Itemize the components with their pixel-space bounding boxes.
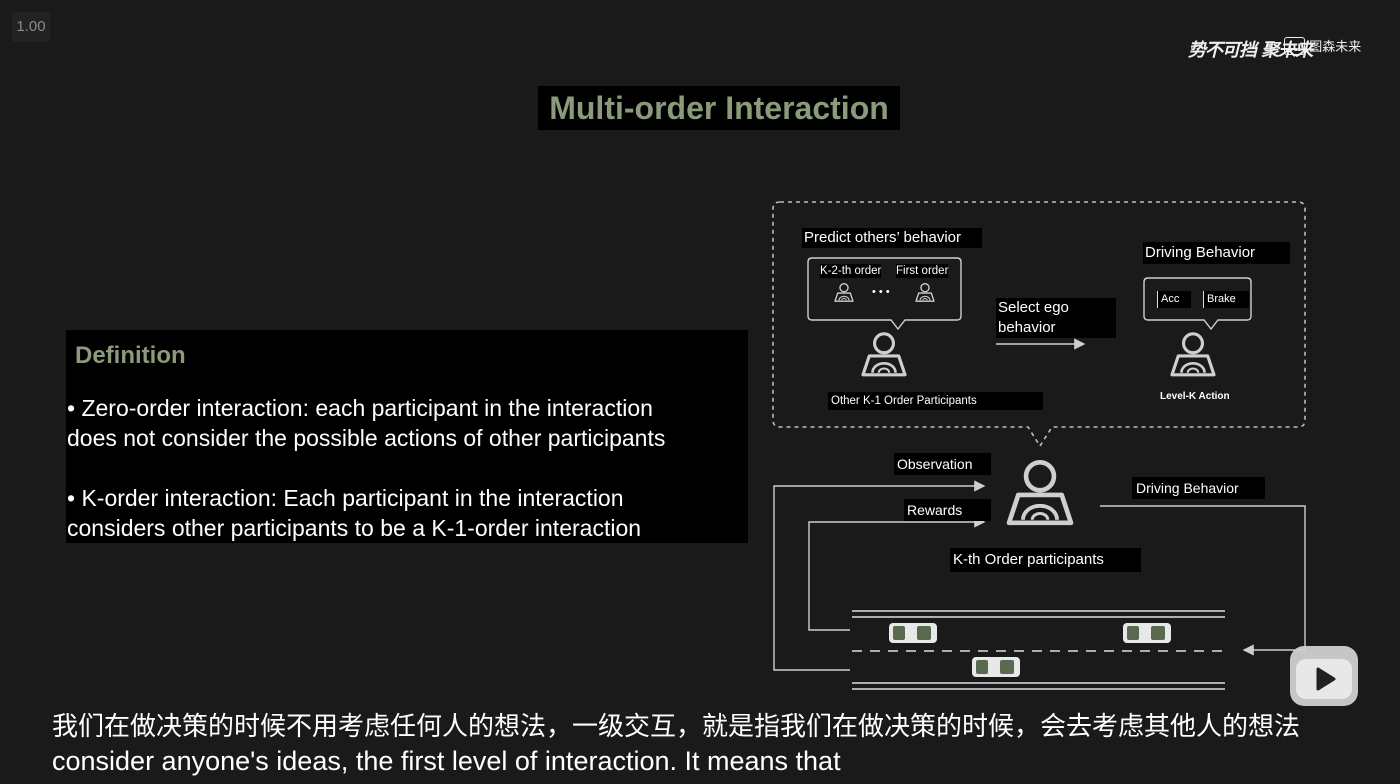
bullet-k-order-line1: • K-order interaction: Each participant … bbox=[67, 485, 624, 511]
car-2 bbox=[1123, 623, 1171, 643]
brand-name: 图森未来 bbox=[1309, 39, 1362, 54]
car-1 bbox=[889, 623, 937, 643]
level-k-action-label: Level-K Action bbox=[1160, 391, 1230, 402]
road bbox=[852, 610, 1225, 690]
level-k-action-icon bbox=[1170, 332, 1216, 377]
event-logo: 势不可挡 聚未来 bbox=[1188, 40, 1313, 61]
action-speech-bubble bbox=[1143, 277, 1252, 331]
k2-order-label: K-2-th order bbox=[820, 264, 882, 278]
rewards-label: Rewards bbox=[904, 499, 991, 521]
small-participant-icon-first bbox=[915, 282, 935, 302]
rewards-arrow bbox=[808, 516, 986, 631]
small-participant-icon-k2 bbox=[834, 282, 854, 302]
play-icon bbox=[1296, 649, 1352, 699]
predict-others-label: Predict others’ behavior bbox=[802, 228, 982, 248]
driving-behavior-top-label: Driving Behavior bbox=[1143, 242, 1290, 264]
kth-participants-label: K-th Order participants bbox=[950, 548, 1141, 572]
driving-behavior-arrow bbox=[1100, 505, 1306, 656]
observation-label: Observation bbox=[894, 453, 991, 475]
ellipsis-dots: • • • bbox=[872, 286, 890, 298]
select-ego-line2: behavior bbox=[998, 319, 1056, 336]
definition-heading: Definition bbox=[75, 342, 186, 369]
subtitle-english: consider anyone's ideas, the first level… bbox=[52, 746, 841, 776]
slide-title: Multi-order Interaction bbox=[538, 86, 900, 130]
brand-mark: tu bbox=[1284, 36, 1306, 55]
other-participants-icon bbox=[861, 332, 907, 377]
acc-label: Acc bbox=[1157, 291, 1191, 308]
brake-label: Brake bbox=[1203, 291, 1249, 308]
video-play-button[interactable] bbox=[1290, 646, 1358, 706]
driving-behavior-bottom-label: Driving Behavior bbox=[1132, 477, 1265, 499]
select-ego-behavior-label: Select ego behavior bbox=[996, 298, 1116, 338]
definition-panel: Definition • Zero-order interaction: eac… bbox=[66, 330, 748, 543]
car-3 bbox=[972, 657, 1020, 677]
playback-speed-indicator[interactable]: 1.00 bbox=[12, 12, 50, 42]
ego-participant-icon bbox=[1009, 462, 1071, 522]
brand-logo: tu 图森未来 bbox=[1284, 36, 1361, 55]
bullet-zero-order-line1: • Zero-order interaction: each participa… bbox=[67, 395, 653, 421]
bullet-zero-order-line2: does not consider the possible actions o… bbox=[67, 425, 666, 451]
subtitle-chinese: 我们在做决策的时候不用考虑任何人的想法，一级交互，就是指我们在做决策的时候，会去… bbox=[52, 712, 1301, 742]
prediction-dashed-box bbox=[772, 201, 1306, 448]
observation-arrow bbox=[773, 480, 986, 671]
other-participants-label: Other K-1 Order Participants bbox=[828, 392, 1043, 410]
others-speech-bubble bbox=[807, 257, 962, 331]
first-order-label: First order bbox=[896, 264, 949, 278]
bullet-k-order-line2: considers other participants to be a K-1… bbox=[67, 515, 642, 541]
select-ego-line1: Select ego bbox=[998, 299, 1069, 316]
